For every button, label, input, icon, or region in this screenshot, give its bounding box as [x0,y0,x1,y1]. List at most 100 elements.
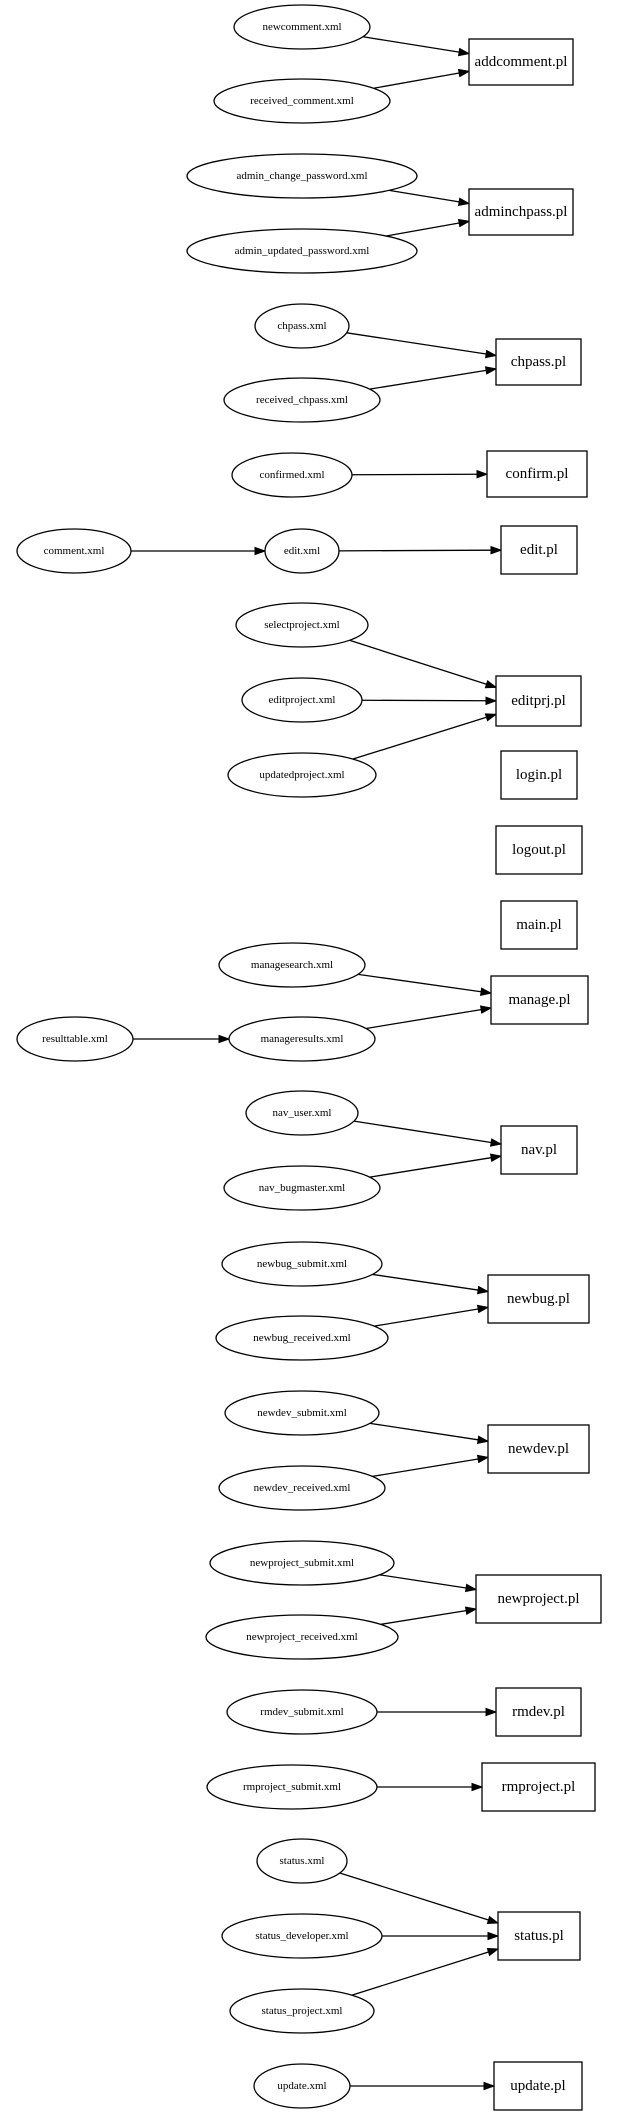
script-box [487,1274,590,1324]
node-label: chpass.pl [511,354,566,370]
node-label: update.xml [277,2080,326,2092]
script-node: adminchpass.pl [468,188,574,236]
script-node: update.pl [493,2061,583,2111]
xml-node: newdev_submit.xml [224,1390,380,1436]
edge-line [349,639,487,685]
script-node: rmproject.pl [481,1762,596,1812]
arrowhead-icon [484,366,498,375]
node-label: status.pl [514,1928,564,1944]
xml-node: received_chpass.xml [223,377,381,423]
node-label: updatedproject.xml [259,769,344,781]
node-label: admin_updated_password.xml [235,245,370,257]
node-label: received_chpass.xml [256,394,348,406]
node-label: confirm.pl [506,466,569,482]
edge-line [369,1157,492,1178]
xml-node: rmdev_submit.xml [226,1689,378,1735]
node-label: chpass.xml [277,320,326,332]
arrowhead-icon [489,1153,503,1163]
arrowhead-icon [254,546,267,556]
xml-ellipse [206,1764,378,1810]
node-label: status_project.xml [262,2005,343,2017]
node-label: confirmed.xml [259,469,324,481]
edges-layer [131,36,503,2091]
xml-node: chpass.xml [254,303,350,349]
script-box [481,1762,596,1812]
edge-n32-n34 [369,1422,490,1444]
script-box [487,1424,590,1474]
xml-node: nav_bugmaster.xml [223,1165,381,1211]
node-label: nav_bugmaster.xml [259,1182,345,1194]
node-label: addcomment.pl [475,54,568,70]
xml-ellipse [264,528,340,574]
edge-line [365,1008,482,1030]
node-label: resulttable.xml [42,1033,108,1045]
arrowhead-icon [485,696,498,706]
xml-node: comment.xml [16,528,132,574]
node-label: update.pl [510,2078,565,2094]
xml-node: rmproject_submit.xml [206,1764,378,1810]
node-label: rmdev_submit.xml [260,1706,343,1718]
script-box [495,1687,582,1737]
script-box [500,1125,578,1175]
xml-node: status.xml [256,1838,348,1884]
edge-n46-n47 [350,2081,496,2091]
node-label: rmproject.pl [502,1779,576,1795]
node-label: manageresults.xml [261,1033,344,1045]
arrowhead-icon [457,47,471,57]
arrowhead-icon [486,1948,500,1957]
edge-line [357,973,482,993]
script-node: chpass.pl [495,338,582,386]
node-label: newbug.pl [507,1291,570,1307]
node-label: main.pl [516,917,561,933]
xml-node: newbug_submit.xml [221,1241,383,1287]
script-box [475,1574,602,1624]
node-label: newdev_submit.xml [257,1407,347,1419]
edge-n5-n6 [386,218,471,237]
arrowhead-icon [483,2081,496,2091]
edge-line [380,1609,467,1626]
xml-node: newproject_submit.xml [209,1540,395,1586]
xml-ellipse [213,78,391,124]
xml-ellipse [209,1540,395,1586]
edge-n26-n28 [353,1120,503,1147]
node-label: editproject.xml [269,694,336,706]
arrowhead-icon [484,713,498,722]
arrowhead-icon [479,1005,493,1014]
xml-ellipse [218,1465,386,1511]
xml-ellipse [223,377,381,423]
node-label: received_comment.xml [250,95,354,107]
xml-node: editproject.xml [241,677,363,723]
script-node: newproject.pl [475,1574,602,1624]
edge-n27-n28 [369,1153,503,1178]
edge-line [361,699,487,702]
script-node: rmdev.pl [495,1687,582,1737]
edge-line [346,332,487,355]
xml-node: confirmed.xml [231,452,353,498]
script-box [497,1911,581,1961]
xml-ellipse [186,153,418,199]
script-node: manage.pl [490,975,589,1025]
edge-n23-n24 [133,1034,231,1044]
xml-node: updatedproject.xml [227,752,377,798]
arrowhead-icon [218,1034,231,1044]
arrowhead-icon [490,545,503,555]
script-box [468,38,574,86]
arrowhead-icon [484,349,498,359]
edge-n36-n37 [380,1606,478,1626]
arrowhead-icon [476,1285,490,1295]
edge-line [339,1872,489,1921]
xml-node: selectproject.xml [235,602,369,648]
xml-ellipse [205,1614,399,1660]
xml-node: manageresults.xml [228,1016,376,1062]
node-label: newdev.pl [508,1441,569,1457]
script-node: login.pl [500,750,578,800]
edge-n42-n45 [339,1872,500,1924]
xml-ellipse [221,1241,383,1287]
xml-ellipse [221,1913,383,1959]
arrowhead-icon [476,1304,490,1314]
script-node: confirm.pl [486,450,588,498]
script-node: logout.pl [495,825,583,875]
edge-n30-n31 [374,1304,490,1327]
arrowhead-icon [457,68,471,78]
xml-ellipse [218,942,366,988]
